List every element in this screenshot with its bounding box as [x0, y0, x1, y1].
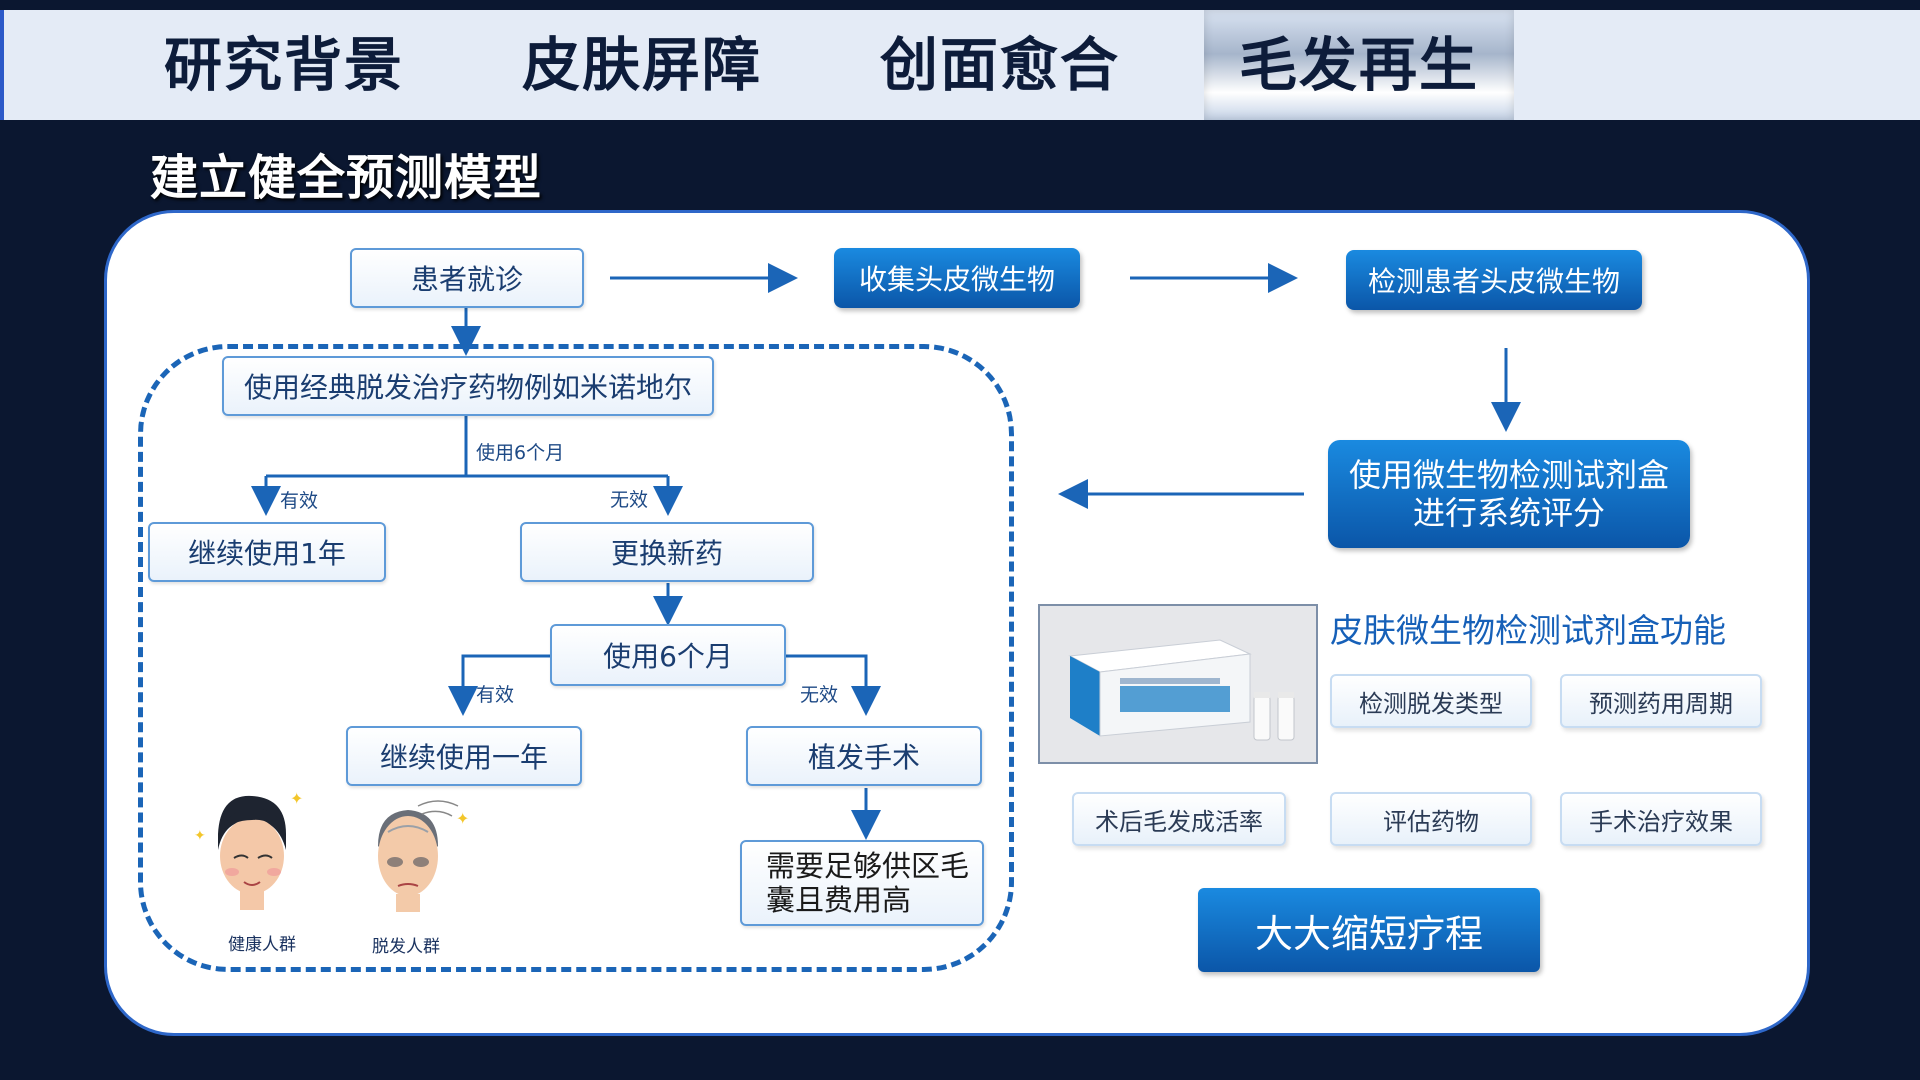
continue-one-year-box: 继续使用1年 — [148, 522, 386, 582]
sparkle-icon: ✦ — [456, 809, 469, 828]
test-kit-product-image — [1038, 604, 1318, 764]
function-surgery-efficacy: 手术治疗效果 — [1560, 792, 1762, 846]
treatment-flow-region — [138, 344, 1014, 972]
section-title: 建立健全预测模型 — [150, 150, 543, 206]
kit-scoring-line2: 进行系统评分 — [1412, 494, 1605, 532]
function-predict-medication-cycle: 预测药用周期 — [1560, 674, 1762, 728]
tab-research-background[interactable]: 研究背景 — [163, 31, 404, 99]
function-evaluate-drug: 评估药物 — [1330, 792, 1532, 846]
transplant-note-box: 需要足够供区毛 囊且费用高 — [740, 840, 984, 926]
function-post-op-survival-rate: 术后毛发成活率 — [1072, 792, 1286, 846]
continue-one-year-box-2: 继续使用一年 — [346, 726, 582, 786]
sparkle-icon: ✦ — [194, 828, 206, 844]
six-months-box: 使用6个月 — [550, 624, 786, 686]
six-months-label: 使用6个月 — [476, 442, 565, 464]
tab-hair-regeneration[interactable]: 毛发再生 — [1204, 10, 1514, 120]
tab-skin-barrier[interactable]: 皮肤屏障 — [521, 31, 762, 99]
ineffective-label-2: 无效 — [800, 684, 839, 706]
kit-scoring-line1: 使用微生物检测试剂盒 — [1348, 456, 1669, 494]
tab-wound-healing[interactable]: 创面愈合 — [879, 31, 1120, 99]
patient-visit-box: 患者就诊 — [350, 248, 584, 308]
kit-functions-title: 皮肤微生物检测试剂盒功能 — [1330, 611, 1726, 650]
effective-label: 有效 — [280, 490, 319, 512]
switch-drug-box: 更换新药 — [520, 522, 814, 582]
ineffective-label: 无效 — [610, 489, 649, 511]
top-tab-bar: 研究背景 皮肤屏障 创面愈合 毛发再生 — [0, 10, 1920, 120]
kit-scoring-box: 使用微生物检测试剂盒 进行系统评分 — [1328, 440, 1690, 548]
hair-transplant-box: 植发手术 — [746, 726, 982, 786]
healthy-group-caption: 健康人群 — [228, 935, 296, 955]
transplant-note-line1: 需要足够供区毛 — [766, 849, 970, 883]
sparkle-icon: ✦ — [290, 790, 303, 808]
healthy-person-illustration: ✦ ✦ — [194, 790, 303, 910]
hair-loss-group-caption: 脱发人群 — [372, 937, 440, 957]
shorten-treatment-banner: 大大缩短疗程 — [1198, 888, 1540, 972]
classic-drug-box: 使用经典脱发治疗药物例如米诺地尔 — [222, 356, 714, 416]
transplant-note-line2: 囊且费用高 — [766, 883, 912, 917]
collect-scalp-microbes-box: 收集头皮微生物 — [834, 248, 1080, 308]
function-detect-hair-loss-type: 检测脱发类型 — [1330, 674, 1532, 728]
effective-label-2: 有效 — [476, 684, 515, 706]
detect-scalp-microbes-box: 检测患者头皮微生物 — [1346, 250, 1642, 310]
hair-loss-person-illustration: ✦ — [378, 800, 469, 912]
